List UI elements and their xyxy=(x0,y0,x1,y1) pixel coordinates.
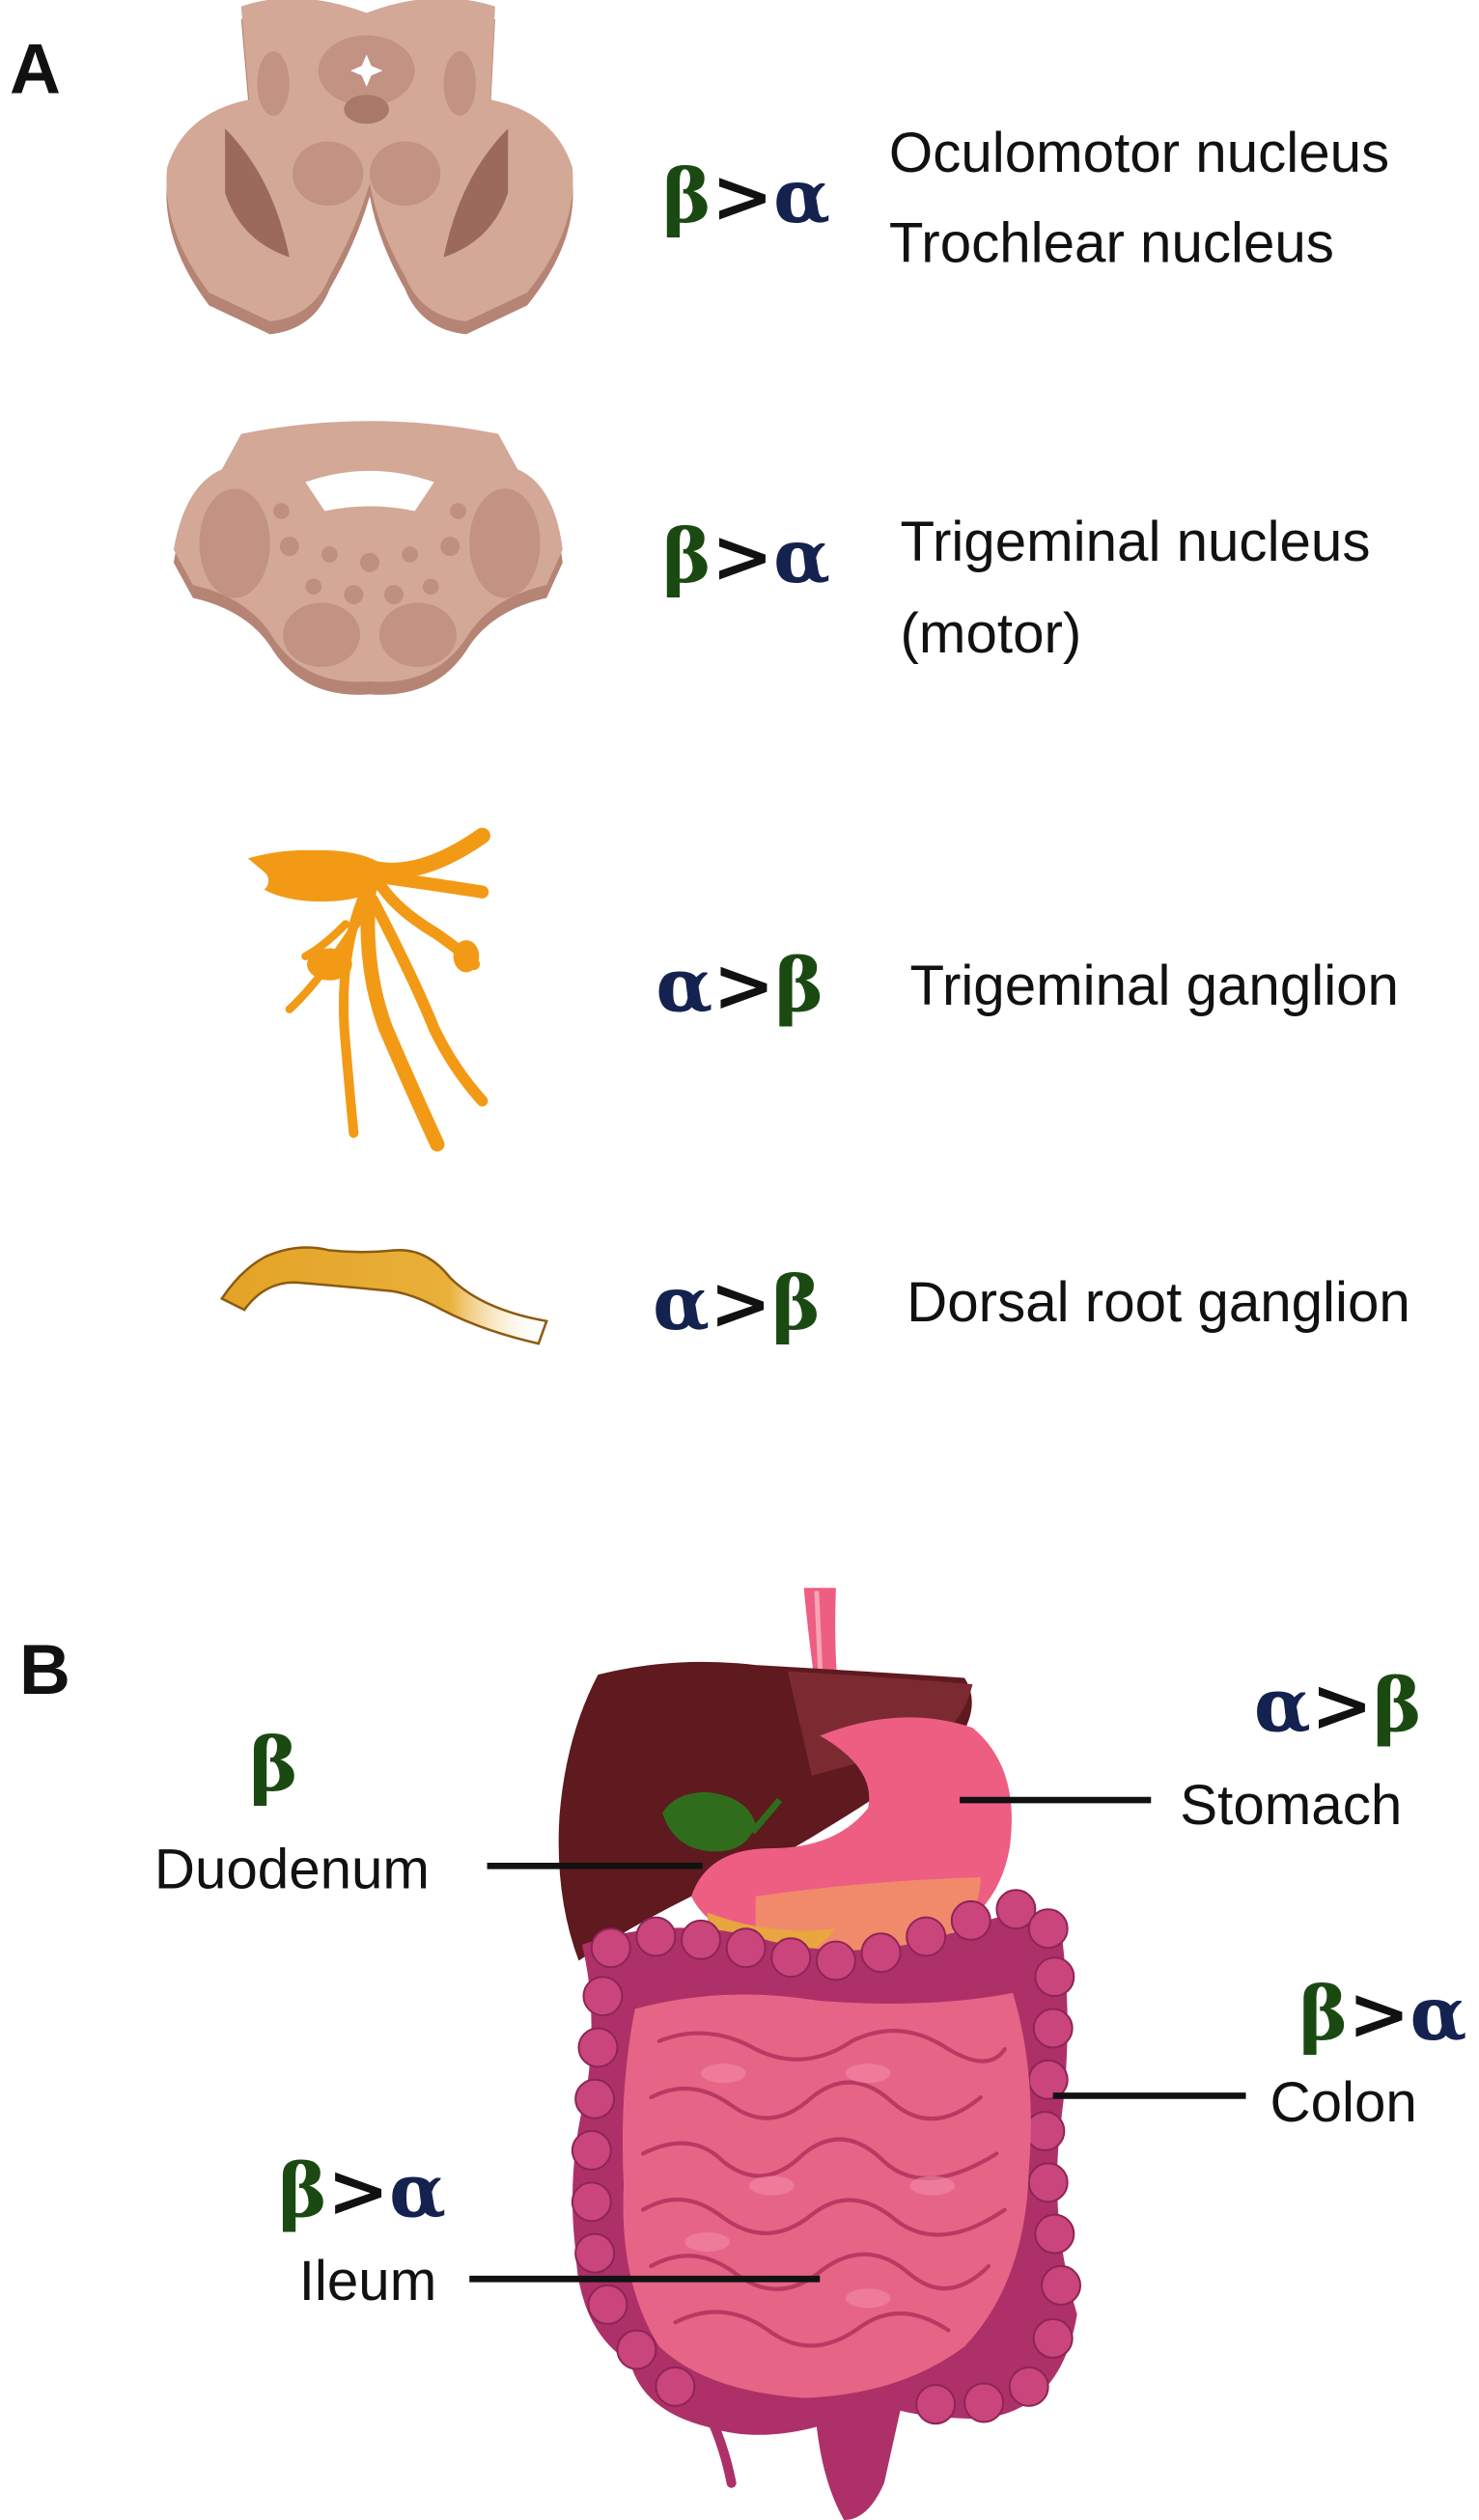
panel-b-label: B xyxy=(18,1631,70,1710)
panel-a-label: A xyxy=(9,30,61,110)
greater-than-symbol: > xyxy=(711,152,774,240)
relation-ileum: β>α xyxy=(278,2153,446,2228)
region-trigeminal-nucleus: Trigeminal nucleus xyxy=(900,511,1371,574)
beta-symbol: β xyxy=(249,1721,298,1809)
digestive-system-icon xyxy=(558,1588,1082,2520)
beta-symbol: β xyxy=(278,2146,327,2234)
organ-label-ileum: Ileum xyxy=(298,2250,437,2313)
alpha-symbol: α xyxy=(773,512,831,600)
organ-label-colon: Colon xyxy=(1270,2071,1417,2135)
alpha-symbol: α xyxy=(1409,1970,1467,2058)
relation-trigeminal-ganglion: α>β xyxy=(656,948,823,1022)
beta-symbol: β xyxy=(771,1260,822,1347)
greater-than-symbol: > xyxy=(1310,1661,1374,1749)
alpha-symbol: α xyxy=(656,941,713,1029)
leader-lines xyxy=(469,1796,1246,2283)
beta-symbol: β xyxy=(662,152,712,240)
alpha-symbol: α xyxy=(653,1260,711,1347)
alpha-symbol: α xyxy=(389,2146,447,2234)
organ-label-stomach: Stomach xyxy=(1180,1774,1403,1838)
relation-stomach: α>β xyxy=(1254,1668,1422,1742)
alpha-symbol: α xyxy=(1253,1661,1311,1749)
relation-trigeminal-nucleus: β>α xyxy=(662,519,830,594)
pons-section-icon xyxy=(173,421,563,695)
relation-colon: β>α xyxy=(1298,1977,1466,2051)
beta-symbol: β xyxy=(1373,1661,1422,1749)
organ-label-duodenum: Duodenum xyxy=(153,1838,430,1901)
greater-than-symbol: > xyxy=(1348,1970,1410,2058)
greater-than-symbol: > xyxy=(711,512,774,600)
beta-symbol: β xyxy=(774,941,824,1029)
region-oculomotor-nucleus: Oculomotor nucleus xyxy=(888,122,1390,185)
dorsal-root-ganglion-icon xyxy=(219,1246,548,1345)
relation-dorsal-root-ganglion: α>β xyxy=(653,1266,821,1341)
region-dorsal-root-ganglion: Dorsal root ganglion xyxy=(907,1271,1410,1335)
small-intestine-shape xyxy=(622,1992,1031,2398)
beta-symbol: β xyxy=(1298,1970,1349,2058)
region-motor-qualifier: (motor) xyxy=(900,602,1082,666)
trigeminal-ganglion-icon xyxy=(226,827,490,1152)
region-trochlear-nucleus: Trochlear nucleus xyxy=(888,211,1334,275)
gallbladder-shape xyxy=(662,1791,756,1852)
beta-symbol: β xyxy=(662,512,712,600)
alpha-symbol: α xyxy=(773,152,831,240)
midbrain-section-icon xyxy=(166,0,573,335)
greater-than-symbol: > xyxy=(710,1260,772,1347)
region-trigeminal-ganglion: Trigeminal ganglion xyxy=(909,955,1399,1018)
greater-than-symbol: > xyxy=(326,2146,390,2234)
relation-duodenum: β xyxy=(249,1728,298,1802)
greater-than-symbol: > xyxy=(712,941,775,1029)
relation-oculomotor: β>α xyxy=(662,159,830,234)
